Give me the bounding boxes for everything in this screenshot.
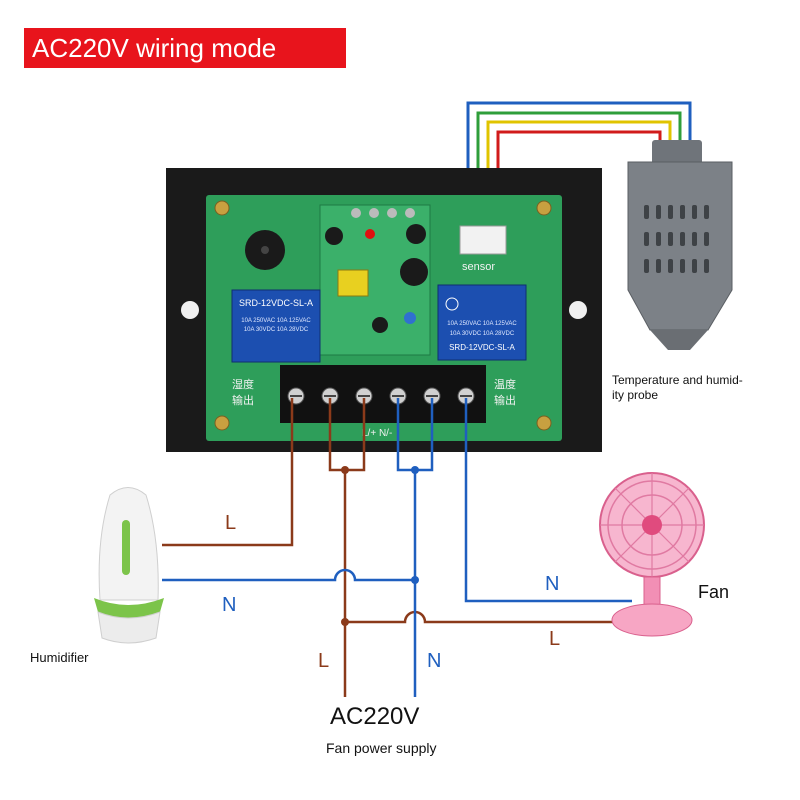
terminal-block: [280, 365, 486, 423]
sensor-wire-blue: [466, 101, 692, 225]
humidity-probe: [627, 140, 733, 350]
junction-dot: [341, 466, 349, 474]
terminal-label-humidity: 湿度: [232, 377, 254, 391]
terminal-label-temperature: 温度: [494, 377, 516, 391]
probe-label-line: Temperature and humid-: [612, 373, 743, 387]
humidifier-neutral-label: N: [222, 594, 237, 616]
transformer-icon: [337, 269, 369, 297]
relay-right-label: SRD-12VDC-SL-A: [449, 343, 515, 352]
fan-icon: [599, 472, 705, 637]
relay-right-rating: 10A 30VDC 10A 28VDC: [450, 331, 515, 337]
terminal-screw-3: [355, 387, 373, 405]
relay-left: SRD-12VDC-SL-A 10A 250VAC 10A 125VAC 10A…: [231, 289, 321, 363]
terminal-label-output: 输出: [232, 393, 254, 407]
screw-icon: [536, 200, 552, 216]
relay-right: 10A 250VAC 10A 125VAC 10A 30VDC 10A 28VD…: [437, 284, 527, 361]
fan-live-label: L: [549, 628, 561, 650]
cqc-mark-icon: [445, 297, 459, 311]
led-icon: [365, 229, 375, 239]
capacitor-icon: [406, 224, 426, 244]
capacitor-icon: [400, 258, 428, 286]
mounting-hole-left: [181, 301, 199, 319]
humidifier-live-wire: [162, 398, 294, 547]
fan-neutral-wire: [464, 398, 632, 603]
junction-dot: [411, 576, 419, 584]
relay-right-rating: 10A 250VAC 10A 125VAC: [447, 321, 517, 327]
screw-icon: [214, 415, 230, 431]
supply-neutral-label: N: [427, 650, 442, 672]
humidifier-icon: [94, 487, 164, 644]
humidifier-label: Humidifier: [30, 650, 89, 665]
fan-neutral-label: N: [545, 573, 560, 595]
terminal-bottom-labels: L/+ N/-: [362, 428, 392, 439]
supply-caption: Fan power supply: [326, 740, 437, 756]
sensor-port-label: sensor: [462, 261, 495, 273]
terminal-screw-4: [389, 387, 407, 405]
relay-left-rating: 10A 250VAC 10A 125VAC: [241, 318, 311, 324]
fan-live-wire: [345, 610, 625, 624]
probe-label-line: ity probe: [612, 388, 659, 402]
screw-icon: [214, 200, 230, 216]
water-level-indicator: [122, 520, 130, 575]
terminal-screw-5: [423, 387, 441, 405]
terminal-screw-1: [287, 387, 305, 405]
page-title: AC220V wiring mode: [24, 28, 346, 68]
screw-icon: [536, 415, 552, 431]
junction-dot: [341, 618, 349, 626]
sensor-connector: [459, 225, 507, 255]
fan-hub: [642, 515, 662, 535]
relay-left-label: SRD-12VDC-SL-A: [239, 298, 313, 308]
supply-voltage-label: AC220V: [330, 703, 420, 730]
fan-label: Fan: [698, 582, 730, 602]
mounting-hole-right: [569, 301, 587, 319]
relay-left-rating: 10A 30VDC 10A 28VDC: [244, 327, 309, 333]
probe-label: Temperature and humid- ity probe: [612, 373, 743, 403]
humidifier-neutral-wire: [162, 568, 415, 582]
capacitor-icon: [325, 227, 343, 245]
supply-live-label: L: [318, 650, 330, 672]
terminal-label-output: 输出: [494, 393, 516, 407]
terminal-screw-6: [457, 387, 475, 405]
junction-dot: [411, 466, 419, 474]
humidifier-live-label: L: [225, 512, 237, 534]
